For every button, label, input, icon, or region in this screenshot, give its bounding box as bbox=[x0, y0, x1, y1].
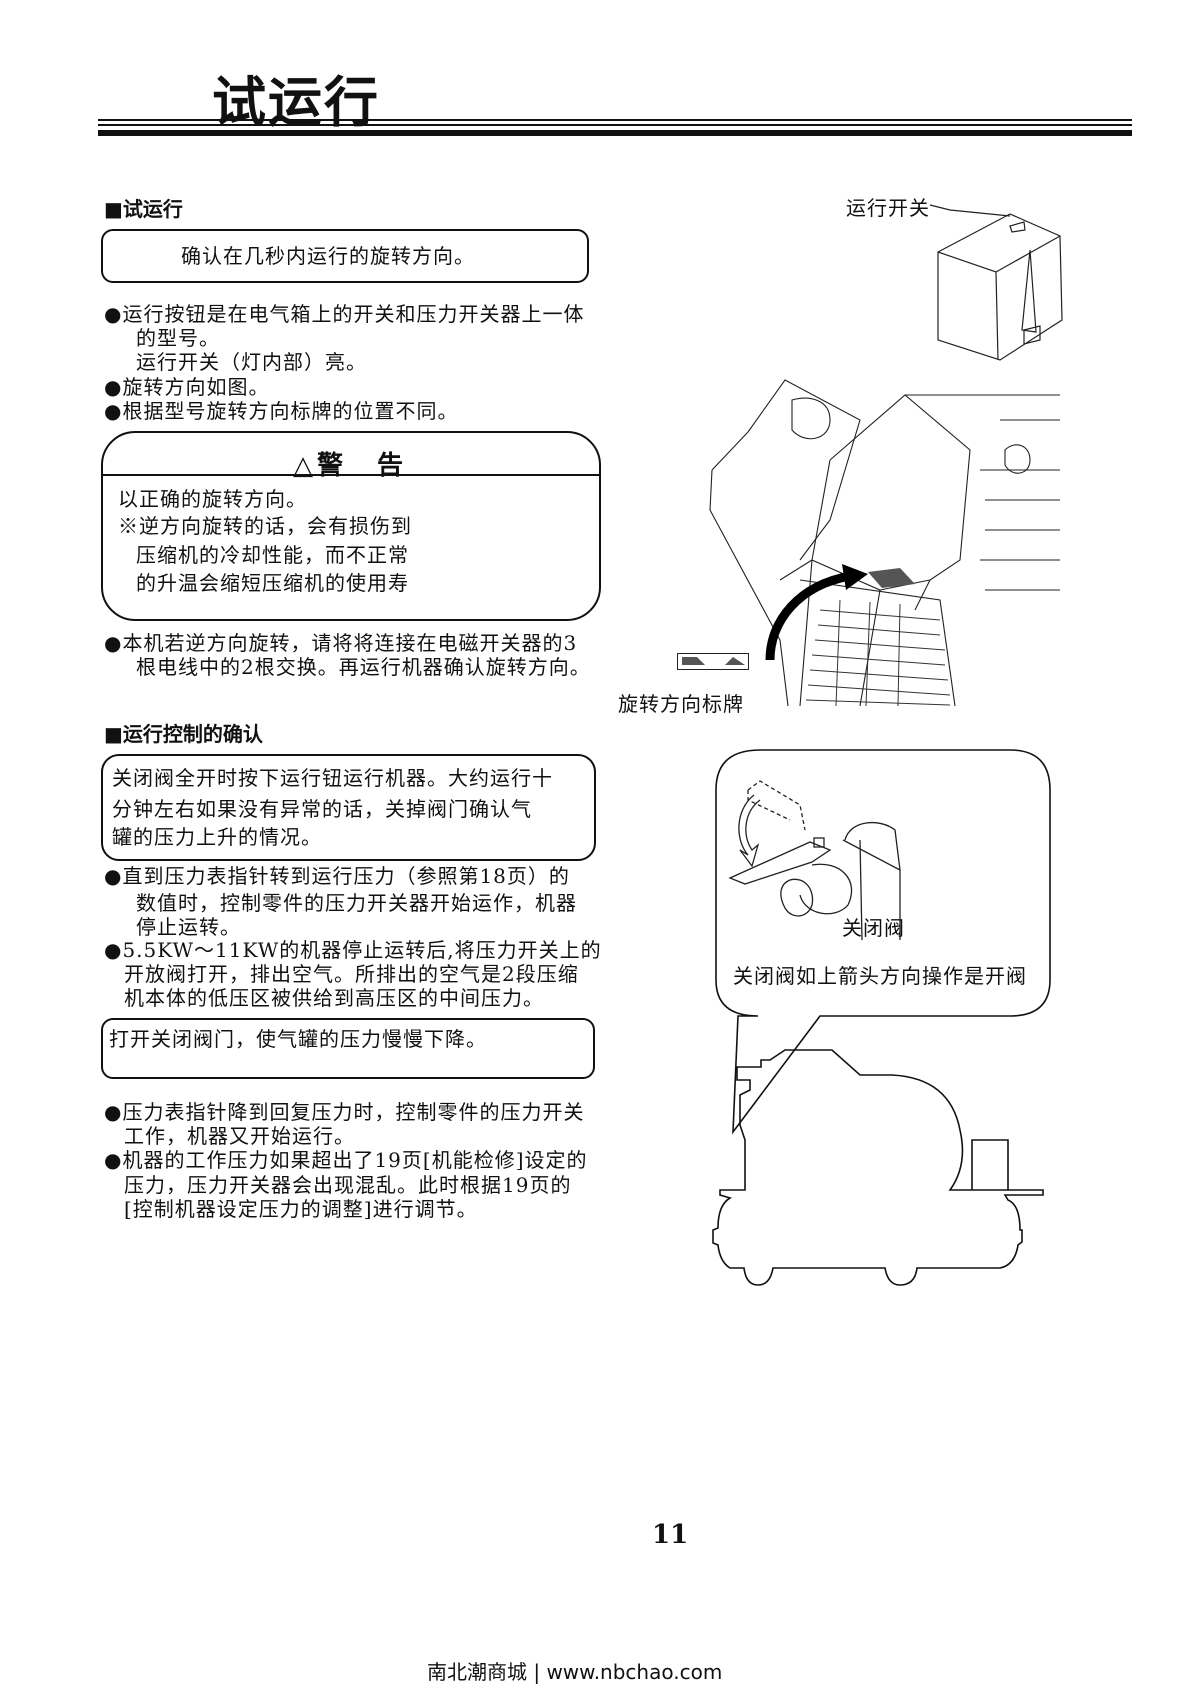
valve-open-caption: 关闭阀如上箭头方向操作是开阀 bbox=[733, 964, 1027, 988]
bullet-line: ●直到压力表指针转到运行压力（参照第18页）的 bbox=[104, 864, 570, 888]
note-box-release: 打开关闭阀门，使气罐的压力慢慢下降。 bbox=[101, 1018, 595, 1079]
page-title: 试运行 bbox=[212, 71, 380, 134]
note-box-text: 确认在几秒内运行的旋转方向。 bbox=[181, 244, 475, 268]
callout-bubble bbox=[715, 749, 1051, 1135]
header-rule-thin-2 bbox=[98, 124, 1132, 126]
bullet-line: 的型号。 bbox=[136, 326, 220, 350]
rotation-plate-on-machine bbox=[868, 568, 915, 588]
bullet-line: 机本体的低压区被供给到高压区的中间压力。 bbox=[124, 986, 544, 1010]
rotation-direction-plate-icon bbox=[677, 653, 749, 670]
warning-line: ※逆方向旋转的话，会有损伤到 bbox=[118, 514, 412, 538]
page-number: 11 bbox=[652, 1520, 689, 1550]
ball-valve-icon bbox=[728, 780, 901, 941]
bullet-line: 运行开关（灯内部）亮。 bbox=[136, 350, 367, 374]
footer-site-link[interactable]: 南北潮商城 | www.nbchao.com bbox=[427, 1660, 723, 1684]
bullet-line: ●旋转方向如图。 bbox=[104, 375, 270, 399]
rotation-plate-label: 旋转方向标牌 bbox=[618, 692, 744, 716]
warning-divider bbox=[103, 474, 599, 476]
bullet-line: 压力，压力开关器会出现混乱。此时根据19页的 bbox=[124, 1173, 572, 1197]
note-box-text: 打开关闭阀门，使气罐的压力慢慢下降。 bbox=[109, 1027, 487, 1051]
note-line: 关闭阀全开时按下运行钮运行机器。大约运行十 bbox=[112, 766, 553, 790]
compressor-silhouette bbox=[712, 1049, 1044, 1286]
bullet-line: ●运行按钮是在电气箱上的开关和压力开关器上一体 bbox=[104, 302, 585, 326]
header-rule-thin-1 bbox=[98, 119, 1132, 121]
shutoff-valve-label: 关闭阀 bbox=[842, 916, 905, 940]
bullet-line: ●根据型号旋转方向标牌的位置不同。 bbox=[104, 399, 459, 423]
note-box-operation: 关闭阀全开时按下运行钮运行机器。大约运行十 分钟左右如果没有异常的话，关掉阀门确… bbox=[101, 754, 596, 861]
bullet-line: ●机器的工作压力如果超出了19页[机能检修]设定的 bbox=[104, 1148, 588, 1172]
section-heading-trial-run: ■试运行 bbox=[104, 197, 183, 221]
bullet-line: [控制机器设定压力的调整]进行调节。 bbox=[124, 1197, 478, 1221]
bullet-line: 停止运转。 bbox=[136, 915, 241, 939]
warning-title: △警 告 bbox=[293, 451, 407, 481]
bullet-line: 开放阀打开，排出空气。所排出的空气是2段压缩 bbox=[124, 962, 579, 986]
section-heading-run-control: ■运行控制的确认 bbox=[104, 722, 263, 746]
warning-line: 的升温会缩短压缩机的使用寿 bbox=[136, 571, 409, 595]
run-switch-label: 运行开关 bbox=[846, 196, 930, 220]
note-box-rotation: 确认在几秒内运行的旋转方向。 bbox=[101, 229, 589, 283]
warning-line: 压缩机的冷却性能，而不正常 bbox=[136, 543, 409, 567]
bullet-line: 根电线中的2根交换。再运行机器确认旋转方向。 bbox=[136, 655, 591, 679]
bullet-line: ●压力表指针降到回复压力时，控制零件的压力开关 bbox=[104, 1100, 585, 1124]
bullet-line: ●5.5KW～11KW的机器停止运转后,将压力开关上的 bbox=[104, 938, 602, 962]
warning-line: 以正确的旋转方向。 bbox=[118, 487, 307, 511]
bullet-line: 数值时，控制零件的压力开关器开始运作，机器 bbox=[136, 891, 577, 915]
header-rule-thick bbox=[98, 130, 1132, 136]
warning-box: △警 告 以正确的旋转方向。 ※逆方向旋转的话，会有损伤到 压缩机的冷却性能，而… bbox=[101, 431, 601, 621]
rotation-arrow-icon bbox=[765, 571, 851, 661]
note-line: 分钟左右如果没有异常的话，关掉阀门确认气 bbox=[112, 797, 532, 821]
bullet-line: 工作，机器又开始运行。 bbox=[124, 1124, 355, 1148]
bullet-line: ●本机若逆方向旋转，请将将连接在电磁开关器的3 bbox=[104, 631, 578, 655]
note-line: 罐的压力上升的情况。 bbox=[112, 825, 322, 849]
